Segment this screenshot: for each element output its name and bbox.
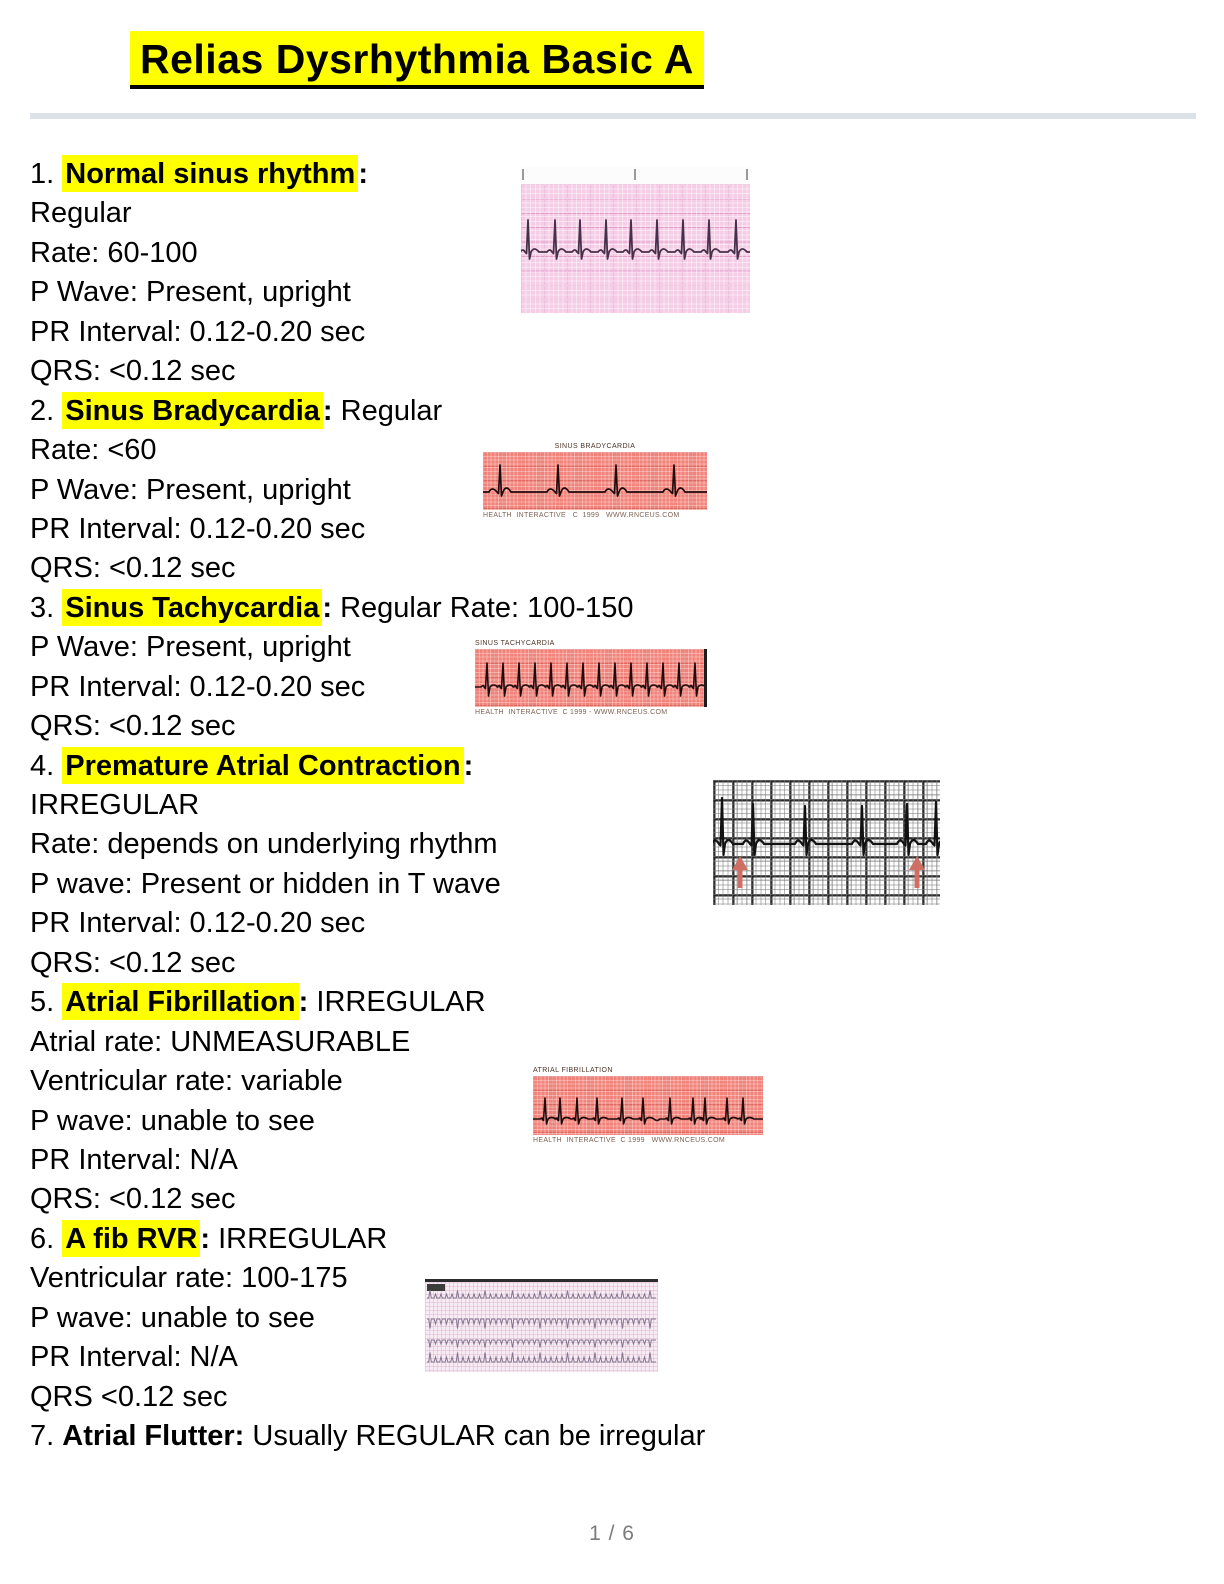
detail-line: P wave: Present or hidden in T wave: [30, 867, 501, 900]
detail-line: PR Interval: N/A: [30, 1341, 238, 1374]
ecg-strip: [475, 649, 707, 707]
item-name-highlight: Atrial Fibrillation: [62, 983, 299, 1021]
ecg-strip: [713, 780, 940, 905]
detail-line: Regular: [30, 197, 132, 230]
item-number: 6.: [30, 1222, 63, 1255]
item-rest: Usually REGULAR can be irregular: [244, 1420, 706, 1452]
item-number: 2.: [30, 394, 63, 427]
detail-line: P Wave: Present, upright: [30, 631, 351, 664]
detail-line: P Wave: Present, upright: [30, 473, 351, 506]
item-number: 4.: [30, 749, 63, 782]
ecg-credit-text: HEALTH INTERACTIVE C 1999 WWW.RNCEUS.COM: [483, 512, 680, 519]
item-number: 7.: [30, 1420, 63, 1452]
afib-rvr-ecg-waveform: [427, 1290, 656, 1363]
detail-line: Ventricular rate: variable: [30, 1065, 343, 1098]
item-1-heading: 1. Normal sinus rhythm:: [30, 155, 930, 194]
item-5-heading: 5. Atrial Fibrillation: IRREGULAR: [30, 983, 930, 1022]
detail-line: QRS: <0.12 sec: [30, 552, 236, 585]
page-title: Relias Dysrhythmia Basic A: [130, 31, 704, 89]
ecg-credit-text: HEALTH INTERACTIVE C 1999 WWW.RNCEUS.COM: [533, 1137, 725, 1144]
ecg-strip: [533, 1076, 763, 1135]
tachycardia-ecg-waveform: [475, 662, 707, 697]
pac-arrow: [732, 856, 748, 888]
ecg-strip: [483, 452, 707, 510]
detail-line: Rate: 60-100: [30, 236, 198, 269]
detail-line: QRS <0.12 sec: [30, 1380, 228, 1413]
detail-line: P Wave: Present, upright: [30, 276, 351, 309]
header-divider: [30, 113, 1196, 119]
ecg-image-premature-atrial-contraction: [713, 780, 940, 905]
item-rest: IRREGULAR: [308, 986, 486, 1019]
lead-label-tag: [427, 1284, 445, 1291]
item-name-highlight: Sinus Tachycardia: [62, 588, 323, 626]
item-number: 1.: [30, 158, 63, 190]
item-name-highlight: Sinus Bradycardia: [62, 391, 323, 429]
detail-line: PR Interval: N/A: [30, 1143, 238, 1176]
pac-ecg-waveform: [713, 796, 940, 888]
title-wrap: Relias Dysrhythmia Basic A: [130, 31, 704, 89]
ruler-tick: [746, 169, 748, 180]
ecg-image-afib-rvr-12-lead: [425, 1279, 658, 1372]
item-name-highlight: A fib RVR: [62, 1219, 201, 1257]
ruler-tick: [634, 169, 636, 180]
detail-line: QRS: <0.12 sec: [30, 1183, 236, 1216]
item-colon: :: [234, 1420, 245, 1452]
strip-right-border: [704, 649, 707, 707]
body-text: 1. Normal sinus rhythm: Regular Rate: 60…: [30, 155, 930, 1456]
ecg-strip: [425, 1279, 658, 1372]
detail-line: IRREGULAR: [30, 789, 200, 821]
item-colon: :: [358, 158, 368, 190]
bradycardia-ecg-waveform: [483, 464, 707, 497]
ecg-image-sinus-tachycardia: SINUS TACHYCARDIA HEALTH INTERACTIVE C 1…: [475, 638, 707, 719]
ecg-top-ruler: [521, 167, 750, 184]
item-7-heading: 7. Atrial Flutter: Usually REGULAR can b…: [30, 1417, 930, 1456]
ecg-image-atrial-fibrillation: ATRIAL FIBRILLATION HEALTH INTERACTIVE C…: [533, 1065, 763, 1147]
ecg-strip-title: ATRIAL FIBRILLATION: [533, 1067, 613, 1074]
item-colon: :: [298, 986, 309, 1019]
item-6-heading: 6. A fib RVR: IRREGULAR: [30, 1219, 930, 1259]
detail-line: P wave: unable to see: [30, 1104, 315, 1137]
detail-line: Rate: depends on underlying rhythm: [30, 828, 498, 861]
ecg-strip-title: SINUS BRADYCARDIA: [554, 443, 636, 450]
item-2-heading: 2. Sinus Bradycardia: Regular: [30, 391, 930, 431]
detail-line: P wave: unable to see: [30, 1301, 315, 1334]
item-number: 5.: [30, 986, 63, 1019]
item-name-highlight: Premature Atrial Contraction: [62, 746, 464, 784]
item-name-highlight: Normal sinus rhythm: [62, 155, 359, 192]
ecg-image-sinus-bradycardia: SINUS BRADYCARDIA HEALTH INTERACTIVE C 1…: [483, 441, 707, 522]
pac-arrow: [909, 856, 925, 888]
detail-line: Ventricular rate: 100-175: [30, 1262, 348, 1295]
item-number: 3.: [30, 591, 63, 624]
ecg-image-normal-sinus-rhythm: [521, 167, 750, 313]
detail-line: PR Interval: 0.12-0.20 sec: [30, 512, 366, 545]
ecg-strip-title: SINUS TACHYCARDIA: [475, 640, 555, 647]
nsr-ecg-waveform: [521, 219, 750, 260]
detail-line: PR Interval: 0.12-0.20 sec: [30, 670, 366, 703]
item-colon: :: [322, 394, 333, 427]
item-rest: Regular Rate: 100-150: [332, 591, 634, 624]
detail-line: Atrial rate: UNMEASURABLE: [30, 1025, 411, 1058]
detail-line: PR Interval: 0.12-0.20 sec: [30, 315, 366, 348]
afib-ecg-waveform: [533, 1097, 763, 1125]
item-4-heading: 4. Premature Atrial Contraction:: [30, 746, 930, 786]
item-colon: :: [200, 1222, 211, 1255]
item-3-heading: 3. Sinus Tachycardia: Regular Rate: 100-…: [30, 588, 930, 628]
item-colon: :: [322, 591, 333, 624]
page-number: 1 / 6: [589, 1522, 635, 1545]
item-name: Atrial Flutter: [62, 1420, 235, 1452]
item-rest: Regular: [332, 394, 443, 427]
detail-line: QRS: <0.12 sec: [30, 355, 236, 388]
detail-line: PR Interval: 0.12-0.20 sec: [30, 907, 366, 940]
ecg-strip: [521, 184, 750, 313]
ruler-tick: [522, 169, 524, 180]
item-colon: :: [463, 749, 474, 782]
detail-line: Rate: <60: [30, 434, 157, 467]
ecg-credit-text: HEALTH INTERACTIVE C 1999 - WWW.RNCEUS.C…: [475, 709, 668, 716]
item-rest: IRREGULAR: [210, 1222, 388, 1255]
detail-line: QRS: <0.12 sec: [30, 946, 236, 979]
detail-line: QRS: <0.12 sec: [30, 710, 236, 743]
